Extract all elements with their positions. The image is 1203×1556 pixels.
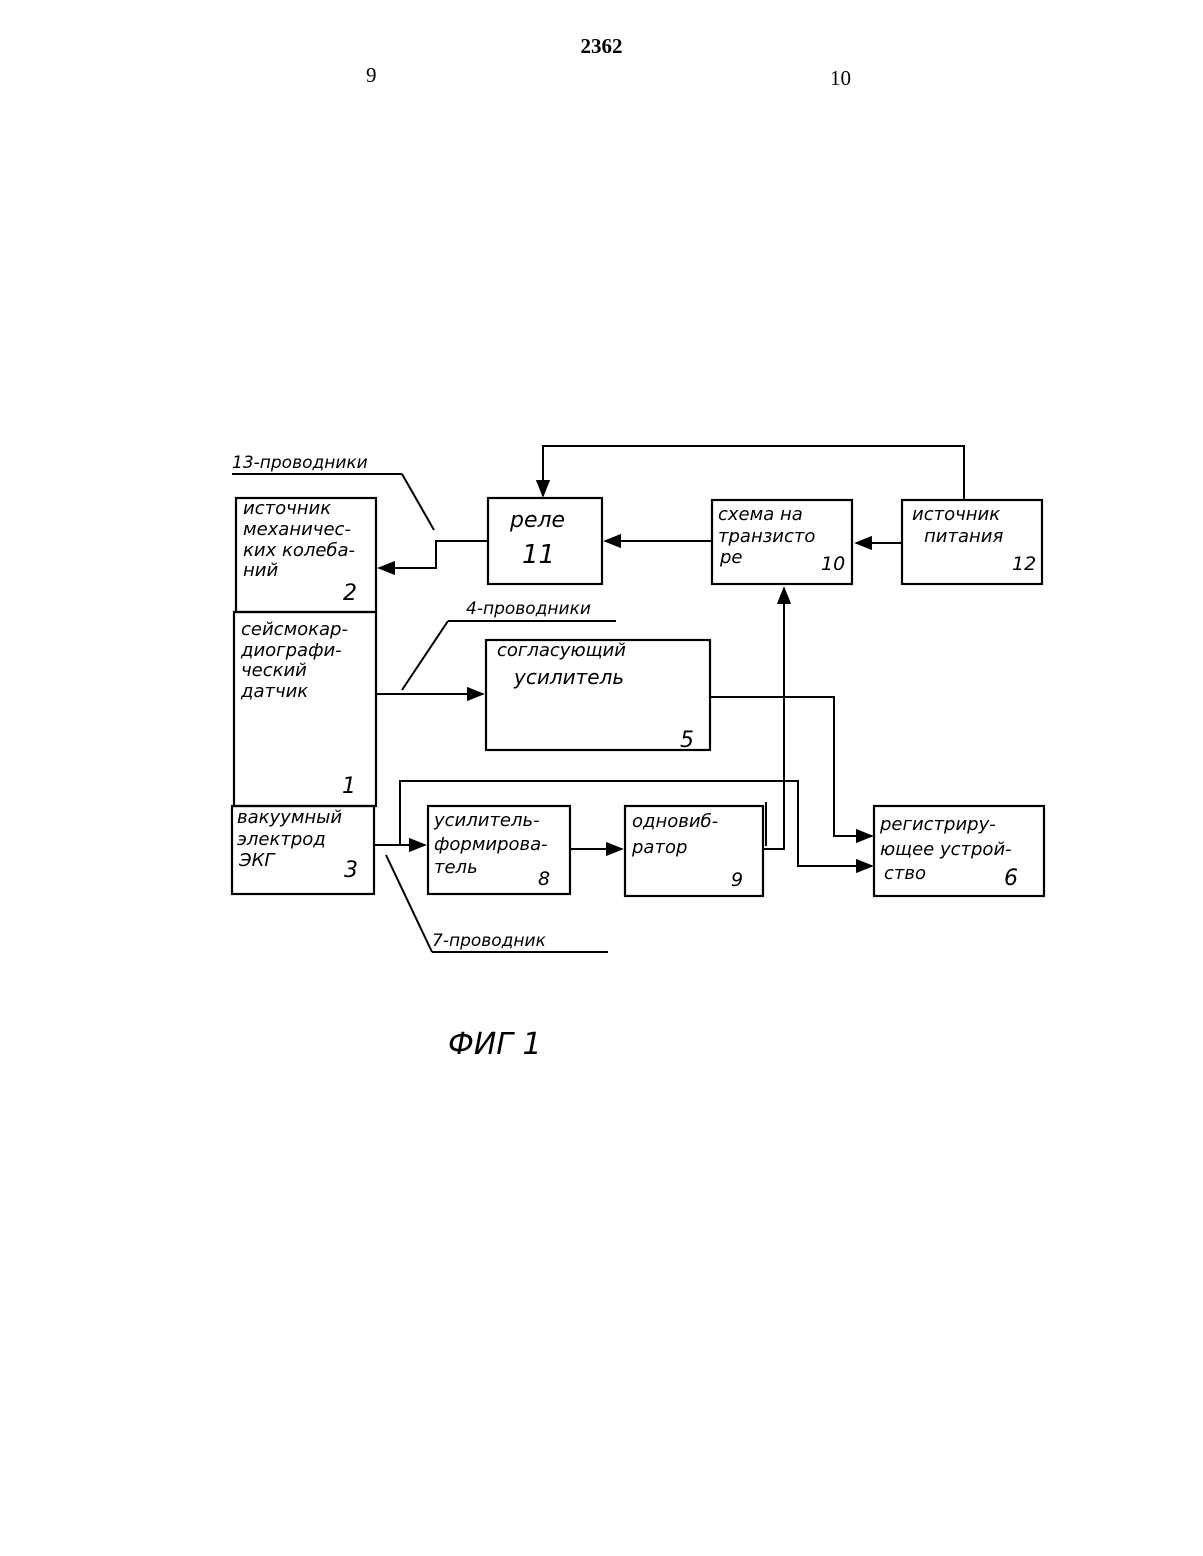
block-relay: реле 11 xyxy=(488,498,602,584)
callout-conductors-4-leader xyxy=(402,621,448,690)
amp-shaper-number: 8 xyxy=(538,868,550,890)
transistor-circuit-line-1: схема на xyxy=(718,504,803,525)
block-transistor-circuit: схема на транзисто ре 10 xyxy=(712,500,852,584)
callout-conductors-13-leader xyxy=(402,474,434,530)
callout-conductor-7: 7-проводник xyxy=(386,855,608,952)
vacuum-electrode-line-2: электрод xyxy=(237,829,326,850)
mech-source-line-1: источник xyxy=(243,498,331,519)
block-matching-amp: согласующий усилитель 5 xyxy=(486,640,710,753)
seismo-sensor-number: 1 xyxy=(342,774,356,799)
vacuum-electrode-line-3: ЭКГ xyxy=(238,850,276,871)
mech-source-line-3: ких колеба- xyxy=(243,540,355,561)
seismo-sensor-line-1: сейсмокар- xyxy=(241,619,348,640)
vacuum-electrode-line-1: вакуумный xyxy=(237,807,342,828)
block-amp-shaper: усилитель- формирова- тель 8 xyxy=(428,806,570,894)
matching-amp-number: 5 xyxy=(680,728,694,753)
one-shot-line-1: одновиб- xyxy=(632,811,718,832)
power-source-line-2: питания xyxy=(924,526,1003,547)
callout-conductors-13-label: 13-проводники xyxy=(232,453,368,473)
amp-shaper-line-2: формирова- xyxy=(434,834,548,855)
recorder-line-3: ство xyxy=(884,863,926,884)
callout-conductor-7-leader xyxy=(386,855,432,952)
transistor-circuit-line-2: транзисто xyxy=(718,526,815,547)
wire-relay-to-mech-source xyxy=(379,541,488,568)
callout-conductor-7-label: 7-проводник xyxy=(432,931,547,951)
matching-amp-line-1: согласующий xyxy=(497,640,626,661)
block-mech-source: источник механичес- ких колеба- ний 2 xyxy=(236,498,376,612)
seismo-sensor-line-4: датчик xyxy=(240,681,308,702)
seismo-sensor-line-2: диографи- xyxy=(240,640,342,661)
wire-matching-amp-to-recorder xyxy=(710,697,872,836)
figure-caption: ФИГ 1 xyxy=(448,1027,542,1062)
wire-power-to-relay xyxy=(543,446,964,500)
mech-source-number: 2 xyxy=(343,581,357,606)
block-seismo-sensor: сейсмокар- диографи- ческий датчик 1 xyxy=(234,612,376,806)
seismo-sensor-line-3: ческий xyxy=(241,660,307,681)
transistor-circuit-number: 10 xyxy=(821,553,845,575)
callout-conductors-4-label: 4-проводники xyxy=(466,599,591,619)
recorder-line-1: регистриру- xyxy=(879,814,996,835)
recorder-number: 6 xyxy=(1004,866,1018,891)
one-shot-number: 9 xyxy=(731,869,743,891)
matching-amp-line-2: усилитель xyxy=(513,665,624,689)
block-recorder: регистриру- ющее устрой- ство 6 xyxy=(874,806,1044,896)
amp-shaper-line-1: усилитель- xyxy=(433,810,540,831)
transistor-circuit-line-3: ре xyxy=(719,547,743,568)
relay-label: реле xyxy=(509,508,565,533)
block-vacuum-electrode: вакуумный электрод ЭКГ 3 xyxy=(232,806,374,894)
amp-shaper-line-3: тель xyxy=(434,857,478,878)
recorder-line-2: ющее устрой- xyxy=(880,839,1012,860)
block-one-shot: одновиб- ратор 9 xyxy=(625,806,763,896)
block-power-source: источник питания 12 xyxy=(902,500,1042,584)
vacuum-electrode-number: 3 xyxy=(344,858,358,883)
mech-source-line-2: механичес- xyxy=(243,519,351,540)
power-source-number: 12 xyxy=(1012,553,1036,575)
power-source-line-1: источник xyxy=(912,504,1000,525)
one-shot-line-2: ратор xyxy=(631,837,687,858)
mech-source-line-4: ний xyxy=(243,560,278,581)
relay-number: 11 xyxy=(522,540,555,570)
